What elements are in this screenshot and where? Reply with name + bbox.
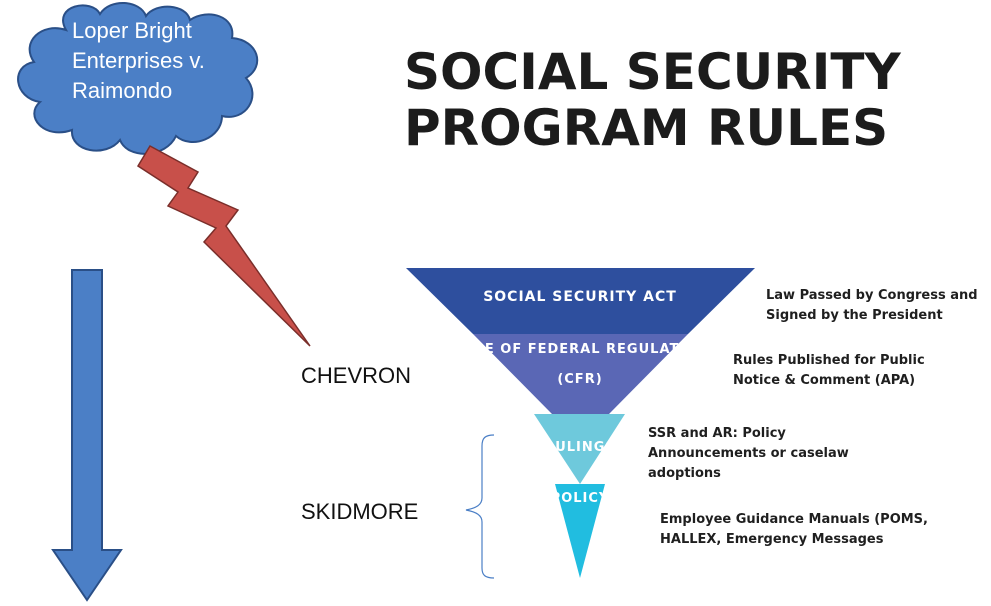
cloud-shape bbox=[17, 1, 259, 155]
desc-cfr-line-1: Rules Published for Public bbox=[733, 353, 925, 368]
cloud-line-1: Loper Bright bbox=[72, 18, 192, 43]
pyramid-label-cfr: CODE OF FEDERAL REGULATIONS bbox=[450, 342, 720, 357]
pyramid-label-rulings: RULINGS bbox=[544, 440, 616, 455]
pyramid bbox=[406, 268, 755, 578]
desc-rulings-line-3: adoptions bbox=[648, 466, 721, 481]
desc-policy-line-1: Employee Guidance Manuals (POMS, bbox=[660, 512, 928, 527]
chevron-label: CHEVRON bbox=[301, 363, 412, 388]
pyramid-label-cfr-abbr: (CFR) bbox=[557, 372, 603, 387]
down-arrow bbox=[51, 269, 123, 602]
skidmore-bracket bbox=[465, 434, 495, 579]
pyramid-layer-act bbox=[406, 268, 755, 334]
desc-act-line-1: Law Passed by Congress and bbox=[766, 288, 978, 303]
desc-act-line-2: Signed by the President bbox=[766, 308, 943, 323]
desc-cfr: Rules Published for Public Notice & Comm… bbox=[733, 351, 925, 391]
desc-policy-line-2: HALLEX, Emergency Messages bbox=[660, 532, 884, 547]
skidmore-label: SKIDMORE bbox=[301, 499, 419, 524]
desc-rulings-line-2: Announcements or caselaw bbox=[648, 446, 849, 461]
cloud-line-3: Raimondo bbox=[72, 78, 173, 103]
pyramid-layer-rulings bbox=[534, 414, 625, 484]
desc-rulings: SSR and AR: Policy Announcements or case… bbox=[648, 424, 849, 484]
cloud-label: Loper Bright Enterprises v. Raimondo bbox=[72, 16, 252, 106]
pyramid-layer-cfr bbox=[473, 334, 688, 414]
desc-policy: Employee Guidance Manuals (POMS, HALLEX,… bbox=[660, 510, 928, 550]
title-line-2: PROGRAM RULES bbox=[404, 99, 889, 157]
desc-act: Law Passed by Congress and Signed by the… bbox=[766, 286, 978, 326]
lightning-bolt bbox=[136, 144, 311, 347]
pyramid-label-act: SOCIAL SECURITY ACT bbox=[483, 289, 677, 305]
desc-cfr-line-2: Notice & Comment (APA) bbox=[733, 373, 916, 388]
pyramid-layer-policy bbox=[555, 484, 605, 578]
pyramid-label-policy: POLICY bbox=[550, 491, 610, 506]
desc-rulings-line-1: SSR and AR: Policy bbox=[648, 426, 786, 441]
cloud-line-2: Enterprises v. bbox=[72, 48, 205, 73]
page-title: SOCIAL SECURITY PROGRAM RULES bbox=[404, 44, 964, 156]
title-line-1: SOCIAL SECURITY bbox=[404, 43, 901, 101]
